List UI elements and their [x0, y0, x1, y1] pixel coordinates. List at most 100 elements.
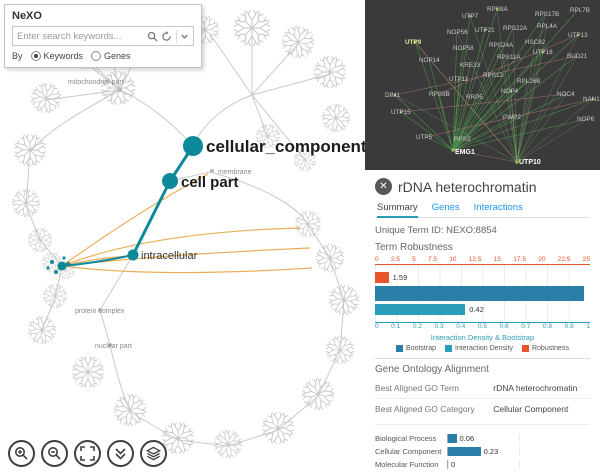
layers-button[interactable] [140, 440, 167, 467]
bootstrap-swatch [396, 345, 404, 352]
interaction-density-bar[interactable] [375, 304, 466, 315]
expand-all-button[interactable] [107, 440, 134, 467]
gene-node-label: HSC82 [525, 39, 546, 46]
app-title: NeXO [12, 10, 42, 22]
gene-node-label: RPS13 [483, 72, 503, 79]
gene-node-label: UTP7 [462, 13, 479, 20]
bootstrap-bar-row [375, 286, 590, 301]
search-input[interactable] [17, 30, 144, 42]
robustness-swatch [521, 345, 529, 352]
close-icon[interactable]: ✕ [375, 178, 392, 195]
density-value: 0.42 [469, 305, 484, 314]
tree-label-intracellular[interactable]: intracellular [141, 250, 198, 262]
node-intracellular[interactable] [127, 249, 139, 261]
tree-leaf-clusters [7, 10, 361, 461]
node-cluster-hub[interactable] [57, 261, 67, 271]
gene-node-label: UTP18 [533, 49, 553, 56]
alignment-row-cc: Cellular Component 0.23 [375, 447, 590, 456]
robustness-bar[interactable] [375, 272, 389, 283]
icon-separator [176, 29, 177, 43]
cc-bar[interactable] [448, 447, 481, 456]
bottom-axis-label: Interaction Density & Bootstrap [430, 333, 535, 342]
gene-node-label: NOP58 [453, 45, 474, 52]
tab-summary[interactable]: Summary [377, 202, 418, 218]
ontology-tree-canvas[interactable]: cellular_component cell part intracellul… [0, 0, 365, 473]
go-alignment-section: Gene Ontology Alignment Best Aligned GO … [375, 358, 590, 419]
bp-bar[interactable] [448, 434, 457, 443]
go-category-value: Cellular Component [493, 404, 569, 414]
robustness-value: 1.59 [392, 273, 408, 282]
cc-value: 0.23 [483, 447, 499, 456]
bp-value: 0.06 [459, 434, 475, 443]
tree-label-protein-complex[interactable]: protein complex [75, 308, 125, 315]
gene-node-label: RPL26B [517, 78, 540, 85]
gene-node-label: BUD21 [567, 53, 588, 60]
gene-node-label: NAN1 [583, 96, 600, 103]
radio-genes-control[interactable] [91, 51, 102, 61]
radio-keywords-label: Keywords [43, 51, 84, 61]
zoom-in-button[interactable] [8, 440, 35, 467]
tree-label-mitochondrial-part[interactable]: mitochondrial part [68, 79, 124, 86]
gene-node-label: RPS17B [535, 11, 559, 18]
density-bar-row: 0.42 [375, 304, 590, 315]
zoom-out-icon [48, 447, 61, 460]
go-alignment-rows: Best Aligned GO Term rDNA heterochromati… [375, 378, 590, 419]
gene-node-label: RPL7B [570, 7, 590, 14]
node-cellular-component[interactable] [183, 136, 203, 156]
robustness-chart-title: Term Robustness [375, 242, 453, 253]
fit-screen-button[interactable] [74, 440, 101, 467]
tree-label-cell-part[interactable]: cell part [181, 174, 239, 191]
gene-network-canvas[interactable]: UTP7 RPS8A RPS17B RPL7B NOP56 UTP21 RPS2… [365, 0, 600, 170]
tree-label-nuclear-part[interactable]: nuclear part [95, 343, 132, 350]
term-id-value: NEXO:8854 [446, 225, 497, 236]
chevron-down-icon[interactable] [180, 32, 189, 41]
gene-node-label: RPS8A [487, 6, 508, 13]
tree-label-cellular-component[interactable]: cellular_component [206, 137, 365, 156]
term-nodes-small[interactable] [98, 88, 214, 347]
go-term-value: rDNA heterochromatin [493, 383, 578, 393]
layers-icon [146, 446, 161, 461]
tab-interactions[interactable]: Interactions [473, 202, 523, 213]
radio-keywords-control[interactable] [30, 51, 41, 61]
legend-bootstrap: Bootstrap [396, 345, 436, 352]
gene-node-label: RPS9B [429, 91, 450, 98]
robustness-plot-area: 1.59 0.42 [375, 264, 590, 323]
gene-node-label: NOP6 [577, 116, 595, 123]
chart-legend: Bootstrap Interaction Density Robustness [375, 345, 590, 352]
reset-icon[interactable] [161, 30, 172, 42]
radio-genes-label: Genes [104, 51, 131, 61]
zoom-out-button[interactable] [41, 440, 68, 467]
detail-header: ✕ rDNA heterochromatin [375, 178, 590, 195]
term-detail-panel: ✕ rDNA heterochromatin Summary Genes Int… [365, 170, 600, 473]
search-icon[interactable] [147, 31, 158, 42]
robustness-bar-row: 1.59 [375, 272, 590, 283]
gene-node-label: NOC4 [557, 91, 575, 98]
radio-genes[interactable]: Genes [91, 51, 131, 61]
selected-path-edge-cluster [61, 254, 134, 267]
bootstrap-bar[interactable] [375, 286, 584, 301]
tab-genes[interactable]: Genes [431, 202, 460, 213]
gene-node-label: RPS3 [454, 136, 471, 143]
search-box [12, 26, 194, 46]
gene-node-label: NOP14 [419, 57, 440, 64]
ontology-tree-panel: cellular_component cell part intracellul… [0, 0, 365, 473]
node-cell-part[interactable] [162, 173, 178, 189]
go-row-category: Best Aligned GO Category Cellular Compon… [375, 398, 590, 419]
expand-all-icon [115, 448, 126, 460]
gene-node-label: RPS22A [503, 25, 528, 32]
gene-node-label-hub: UTP10 [519, 159, 541, 166]
by-label: By [12, 51, 23, 61]
search-panel: NeXO [4, 4, 202, 68]
radio-keywords[interactable]: Keywords [30, 51, 84, 61]
network-node-labels[interactable]: UTP7 RPS8A RPS17B RPL7B NOP56 UTP21 RPS2… [385, 6, 600, 166]
mf-track: 0 [447, 460, 590, 469]
network-edges-secondary [394, 8, 594, 163]
network-node-dots[interactable] [393, 7, 595, 164]
gene-node-label: RRP5 [466, 94, 483, 101]
tree-label-membrane[interactable]: membrane [218, 169, 252, 176]
gene-node-label: NOP4 [501, 88, 519, 95]
